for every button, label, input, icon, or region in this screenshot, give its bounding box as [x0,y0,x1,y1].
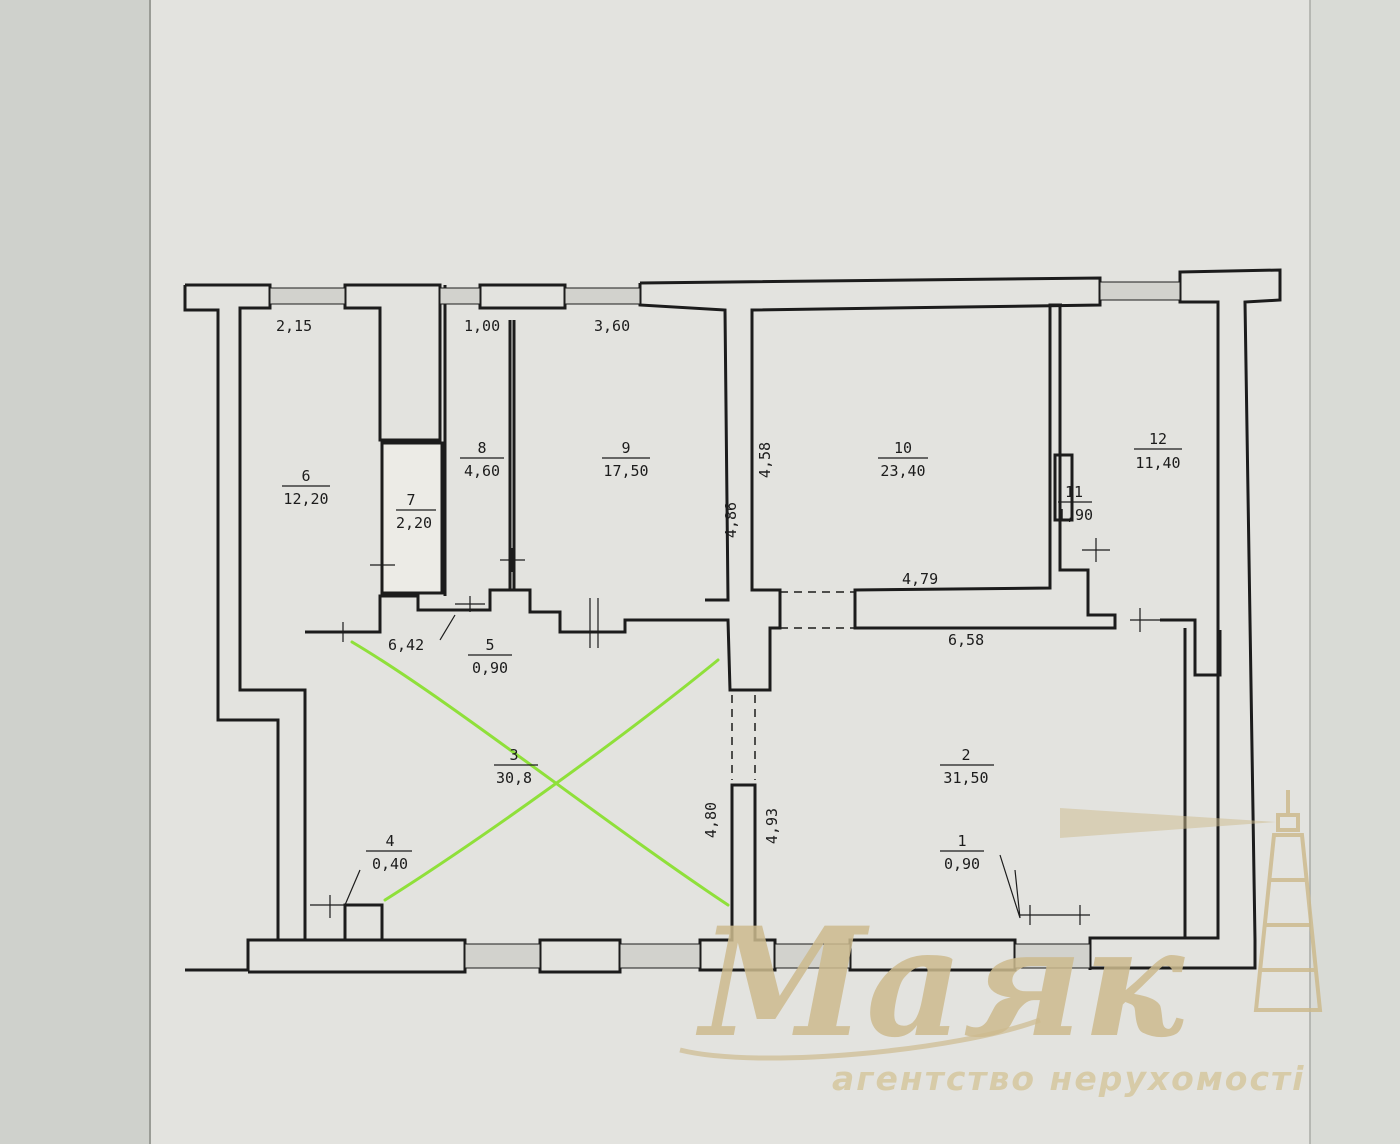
lighthouse-icon [1060,790,1323,1012]
dim-label: 2,15 [276,317,312,335]
room-10: 10 23,40 [878,439,928,480]
room-5: 50,90 [468,636,512,677]
room-7: 72,20 [396,491,436,532]
room-area: 17,50 [603,462,648,480]
openings [731,591,855,780]
room-number: 11 [1065,483,1083,501]
room-1: 10,90 [940,832,984,873]
paper-right-edge [1310,0,1400,1144]
room-area: 0,40 [372,855,408,873]
room-labels: 10,90 231,50 330,8 40,40 50,90 612,20 72… [282,430,1182,873]
room-area: 0,90 [472,659,508,677]
paper-back-sheet [0,0,160,1144]
room-area: 0,90 [944,855,980,873]
room-number: 5 [485,636,494,654]
room-8: 84,60 [460,439,504,480]
room-area: 11,40 [1135,454,1180,472]
room-number: 4 [385,832,394,850]
room-3: 330,8 [494,746,538,787]
room-number: 1 [957,832,966,850]
dim-label: 4,58 [756,442,774,478]
dim-label: 4,93 [763,808,781,844]
door-marks [310,538,1160,925]
room-12: 12 11,40 [1134,430,1182,472]
watermark-logo: Маяк агентство нерухомості [679,790,1323,1098]
room-2: 231,50 [940,746,994,787]
room-area: 30,8 [496,769,532,787]
room-number: 2 [961,746,970,764]
dim-label: 6,58 [948,631,984,649]
room-area: 12,20 [283,490,328,508]
room-number: 9 [621,439,630,457]
room-number: 7 [406,491,415,509]
room-area: 23,40 [880,462,925,480]
room-area: 2,20 [396,514,432,532]
dimension-labels: 2,15 1,00 3,60 4,86 4,58 4,79 6,42 6,58 … [276,317,984,844]
room-number: 12 [1149,430,1167,448]
wall-fills [269,281,1181,969]
dim-label: 3,60 [594,317,630,335]
room-area: 1,90 [1057,506,1093,524]
cross-mark [350,640,730,907]
dim-label: 4,86 [722,502,740,538]
room-11: 111,90 [1057,483,1093,524]
room-area: 4,60 [464,462,500,480]
brand-swoosh [679,1017,1041,1061]
room-number: 10 [894,439,912,457]
dim-label: 1,00 [464,317,500,335]
room-number: 3 [509,746,518,764]
room-area: 31,50 [943,769,988,787]
room-number: 8 [477,439,486,457]
dim-label: 4,79 [902,570,938,588]
paper-sheet [150,0,1310,1144]
brand-tagline: агентство нерухомості [832,1059,1305,1098]
dim-label: 4,80 [702,802,720,838]
room-number: 6 [301,467,310,485]
room-4: 40,40 [366,832,412,873]
room-6: 612,20 [282,467,330,508]
room-9: 917,50 [602,439,650,480]
dim-label: 6,42 [388,636,424,654]
